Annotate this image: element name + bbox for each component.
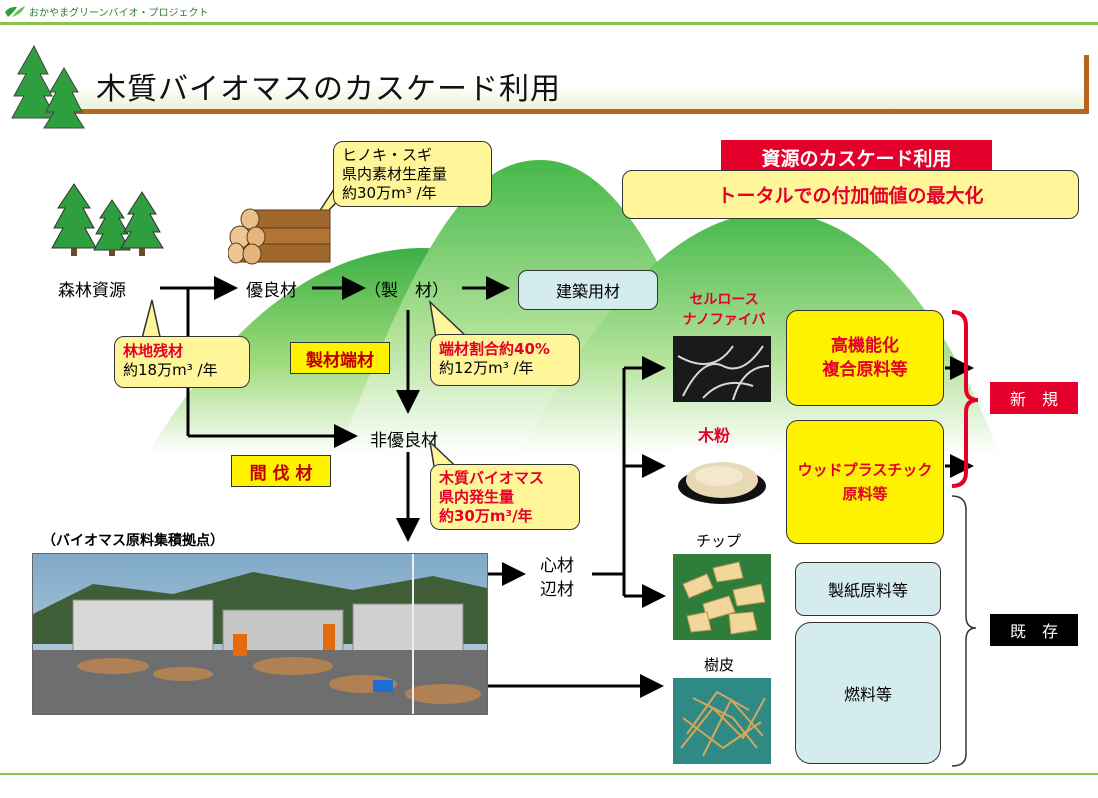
forest-residue-callout: 林地残材 約18万m³ /年 [114,336,250,388]
brand-text: おかやまグリーンバイオ・プロジェクト [29,8,209,19]
cnf-photo [673,336,771,402]
brand-header: おかやまグリーンバイオ・プロジェクト [4,4,209,19]
category-braces [951,310,979,767]
wood-flour-label: 木粉 [698,426,731,445]
wood-plastic-materials-box: ウッドプラスチック 原料等 [786,420,944,544]
depot-caption: （バイオマス原料集積拠点） [42,533,224,549]
depot-photo [32,553,488,715]
production-species: ヒノキ・スギ [342,146,433,164]
node-sawing: （製 材） [364,281,449,301]
node-good-wood: 優良材 [246,281,297,301]
node-heartwood: 心材 [540,556,574,576]
thinning-label: 間 伐 材 [231,455,331,487]
chip-label: チップ [696,532,742,550]
offcut-ratio-callout: 端材割合約40% 約12万m³ /年 [430,334,580,386]
page-title: 木質バイオマスのカスケード利用 [96,72,561,107]
node-sapwood: 辺材 [540,580,574,600]
existing-tag: 既 存 [990,614,1078,646]
bark-photo [673,678,771,764]
high-function-line2: 複合原料等 [822,360,908,380]
chip-photo [673,554,771,640]
paper-materials-box: 製紙原料等 [795,562,941,616]
biomass-title: 木質バイオマス [439,469,545,487]
forest-residue-value: 約18万m³ /年 [123,361,218,379]
high-function-line1: 高機能化 [831,336,899,356]
forest-trees-icon [51,183,164,256]
sawmill-offcut-label: 製材端材 [290,342,390,374]
offcut-ratio-value: 約12万m³ /年 [439,359,534,377]
production-callout: ヒノキ・スギ 県内素材生産量 約30万m³ /年 [333,141,492,207]
node-non-good-wood: 非優良材 [370,431,438,451]
wood-plastic-line2: 原料等 [842,485,888,503]
value-maximization-banner: トータルでの付加価値の最大化 [622,170,1079,219]
wood-plastic-line1: ウッドプラスチック [797,461,933,479]
node-core-sapwood: 心材 辺材 [540,554,574,602]
forest-residue-title: 林地残材 [123,342,184,360]
production-label: 県内素材生産量 [342,165,448,183]
biomass-value: 約30万m³/年 [439,507,533,525]
biomass-callout: 木質バイオマス 県内発生量 約30万m³/年 [430,464,580,530]
title-bar [60,55,1089,114]
footer-rule [0,773,1098,775]
biomass-subtitle: 県内発生量 [439,488,515,506]
logs-icon [228,208,331,265]
bark-label: 樹皮 [704,656,735,674]
node-forest-resources: 森林資源 [58,281,126,301]
brand-logo-icon [5,5,25,17]
cascade-label: 資源のカスケード利用 [721,140,992,175]
title-trees-icon [11,44,85,129]
production-value: 約30万m³ /年 [342,184,437,202]
high-function-materials-box: 高機能化 複合原料等 [786,310,944,406]
cnf-label-line1: セルロース [689,292,759,308]
new-tag: 新 規 [990,382,1078,414]
header-rule [0,22,1098,25]
fuel-box: 燃料等 [795,622,941,764]
offcut-ratio-title: 端材割合約40% [439,340,550,358]
node-building-timber: 建築用材 [518,270,658,310]
wood-flour-photo [673,446,771,510]
